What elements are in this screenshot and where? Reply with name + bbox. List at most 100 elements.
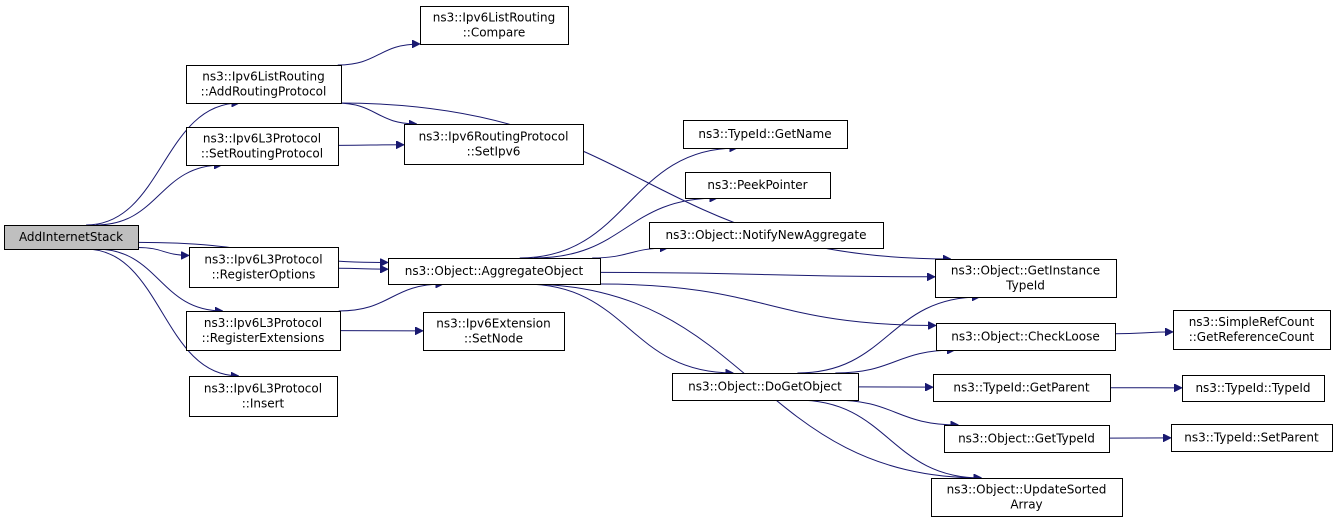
edge-check_loose-to-get_reference_count (1114, 332, 1173, 334)
node-list-routing-add[interactable]: ns3::Ipv6ListRouting::AddRoutingProtocol (186, 65, 342, 104)
node-label-line: ns3::Ipv6ListRouting (433, 11, 555, 25)
node-peek-pointer[interactable]: ns3::PeekPointer (685, 172, 831, 199)
node-box (931, 478, 1123, 517)
edge-aggregate_object-to-typeid_getname (519, 148, 738, 259)
node-typeid-setparent[interactable]: ns3::TypeId::SetParent (1171, 424, 1333, 452)
node-label-line: ::SetNode (464, 332, 523, 346)
node-label-line: ::Compare (463, 26, 526, 40)
node-box (1173, 310, 1331, 350)
edge-l3_set_routing-to-routing_set_ipv6 (337, 145, 404, 146)
edge-list_routing_add-to-list_routing_compare (337, 44, 420, 66)
node-label-line: ns3::Object::DoGetObject (688, 380, 842, 394)
node-box (944, 425, 1110, 453)
node-box (186, 65, 342, 104)
node-label-line: ns3::Ipv6L3Protocol (204, 316, 322, 330)
node-box (186, 311, 341, 351)
edge-do_get_object-to-object_gettypeid (832, 399, 959, 425)
node-box (4, 225, 139, 250)
node-add-internet-stack[interactable]: AddInternetStack (4, 225, 139, 250)
node-label-line: ::RegisterExtensions (202, 331, 325, 345)
edge-aggregate_object-to-peek_pointer (533, 198, 718, 259)
nodes-layer: AddInternetStack ns3::Ipv6ListRouting::Co… (4, 6, 1333, 517)
node-extension-set-node[interactable]: ns3::Ipv6Extension::SetNode (423, 312, 565, 351)
edge-add_internet_stack-to-l3_register_options (137, 246, 189, 255)
node-label-line: ns3::Object::AggregateObject (405, 264, 584, 278)
node-label-line: ns3::Ipv6ListRouting (202, 70, 324, 84)
node-label-line: Array (1010, 498, 1042, 512)
node-object-gettypeid[interactable]: ns3::Object::GetTypeId (944, 425, 1110, 453)
node-label-line: ns3::SimpleRefCount (1189, 315, 1315, 329)
node-label-line: ::GetReferenceCount (1189, 330, 1315, 344)
node-box (935, 259, 1117, 298)
node-label-line: ns3::Object::GetTypeId (958, 432, 1095, 446)
node-label-line: ns3::Ipv6L3Protocol (204, 253, 322, 267)
edge-add_internet_stack-to-l3_insert (85, 248, 238, 376)
node-box (933, 374, 1111, 402)
node-label-line: ns3::TypeId::SetParent (1184, 431, 1319, 445)
node-label-line: ns3::Ipv6Extension (436, 317, 550, 331)
node-box (1171, 424, 1333, 452)
edge-add_internet_stack-to-l3_register_extensions (95, 248, 223, 311)
node-check-loose[interactable]: ns3::Object::CheckLoose (936, 323, 1116, 351)
edge-list_routing_add-to-get_instance_typeid (338, 102, 951, 259)
node-l3-register-extensions[interactable]: ns3::Ipv6L3Protocol::RegisterExtensions (186, 311, 341, 351)
node-label-line: ::AddRoutingProtocol (201, 85, 327, 99)
node-notify-new-aggregate[interactable]: ns3::Object::NotifyNewAggregate (649, 222, 884, 249)
node-box (388, 258, 601, 285)
edge-list_routing_add-to-routing_set_ipv6 (336, 102, 417, 124)
edge-aggregate_object-to-do_get_object (524, 283, 734, 373)
node-box (189, 376, 338, 417)
node-label-line: ::Insert (242, 397, 285, 411)
node-aggregate-object[interactable]: ns3::Object::AggregateObject (388, 258, 601, 285)
edge-add_internet_stack-to-l3_set_routing (96, 165, 222, 226)
node-l3-insert[interactable]: ns3::Ipv6L3Protocol::Insert (189, 376, 338, 417)
node-label-line: ns3::TypeId::TypeId (1195, 381, 1310, 395)
node-label-line: ns3::Ipv6RoutingProtocol (419, 130, 569, 144)
node-label-line: AddInternetStack (19, 230, 123, 244)
edge-do_get_object-to-get_instance_typeid (797, 297, 979, 374)
node-label-line: ::RegisterOptions (212, 268, 316, 282)
node-label-line: ns3::Ipv6L3Protocol (203, 132, 321, 146)
edge-l3_register_extensions-to-aggregate_object (338, 284, 444, 312)
node-label-line: ns3::TypeId::GetParent (953, 381, 1089, 395)
edge-do_get_object-to-check_loose (835, 350, 955, 374)
node-label-line: ns3::Ipv6L3Protocol (204, 382, 322, 396)
node-box (186, 127, 339, 166)
edge-aggregate_object-to-get_instance_typeid (599, 271, 935, 276)
node-typeid-getparent[interactable]: ns3::TypeId::GetParent (933, 374, 1111, 402)
node-get-reference-count[interactable]: ns3::SimpleRefCount::GetReferenceCount (1173, 310, 1331, 350)
node-typeid-getname[interactable]: ns3::TypeId::GetName (683, 120, 848, 149)
edges-layer (85, 44, 1182, 478)
node-box (189, 247, 339, 288)
node-label-line: ns3::Object::GetInstance (951, 264, 1100, 278)
edge-aggregate_object-to-notify_new_aggregate (592, 248, 668, 259)
node-list-routing-compare[interactable]: ns3::Ipv6ListRouting::Compare (420, 6, 569, 45)
node-box (683, 120, 848, 149)
node-box (685, 172, 831, 199)
node-label-line: ns3::Object::NotifyNewAggregate (666, 228, 867, 242)
node-label-line: ns3::Object::UpdateSorted (947, 483, 1107, 497)
node-box (649, 222, 884, 249)
edge-do_get_object-to-update_sorted_array (796, 399, 982, 478)
node-label-line: ns3::TypeId::GetName (698, 127, 831, 141)
node-box (404, 124, 584, 165)
node-l3-register-options[interactable]: ns3::Ipv6L3Protocol::RegisterOptions (189, 247, 339, 288)
edge-add_internet_stack-to-list_routing_add (86, 103, 239, 226)
node-box (672, 373, 859, 401)
node-label-line: ::SetRoutingProtocol (201, 147, 323, 161)
node-do-get-object[interactable]: ns3::Object::DoGetObject (672, 373, 859, 401)
node-l3-set-routing[interactable]: ns3::Ipv6L3Protocol::SetRoutingProtocol (186, 127, 339, 166)
node-routing-set-ipv6[interactable]: ns3::Ipv6RoutingProtocol::SetIpv6 (404, 124, 584, 165)
node-label-line: ns3::Object::CheckLoose (951, 330, 1099, 344)
node-label-line: TypeId (1005, 279, 1045, 293)
node-typeid-typeid[interactable]: ns3::TypeId::TypeId (1182, 375, 1325, 402)
node-label-line: ns3::PeekPointer (707, 178, 807, 192)
node-label-line: ::SetIpv6 (467, 145, 521, 159)
node-box (936, 323, 1116, 351)
edge-aggregate_object-to-check_loose (599, 283, 936, 325)
node-box (423, 312, 565, 351)
node-box (420, 6, 569, 45)
